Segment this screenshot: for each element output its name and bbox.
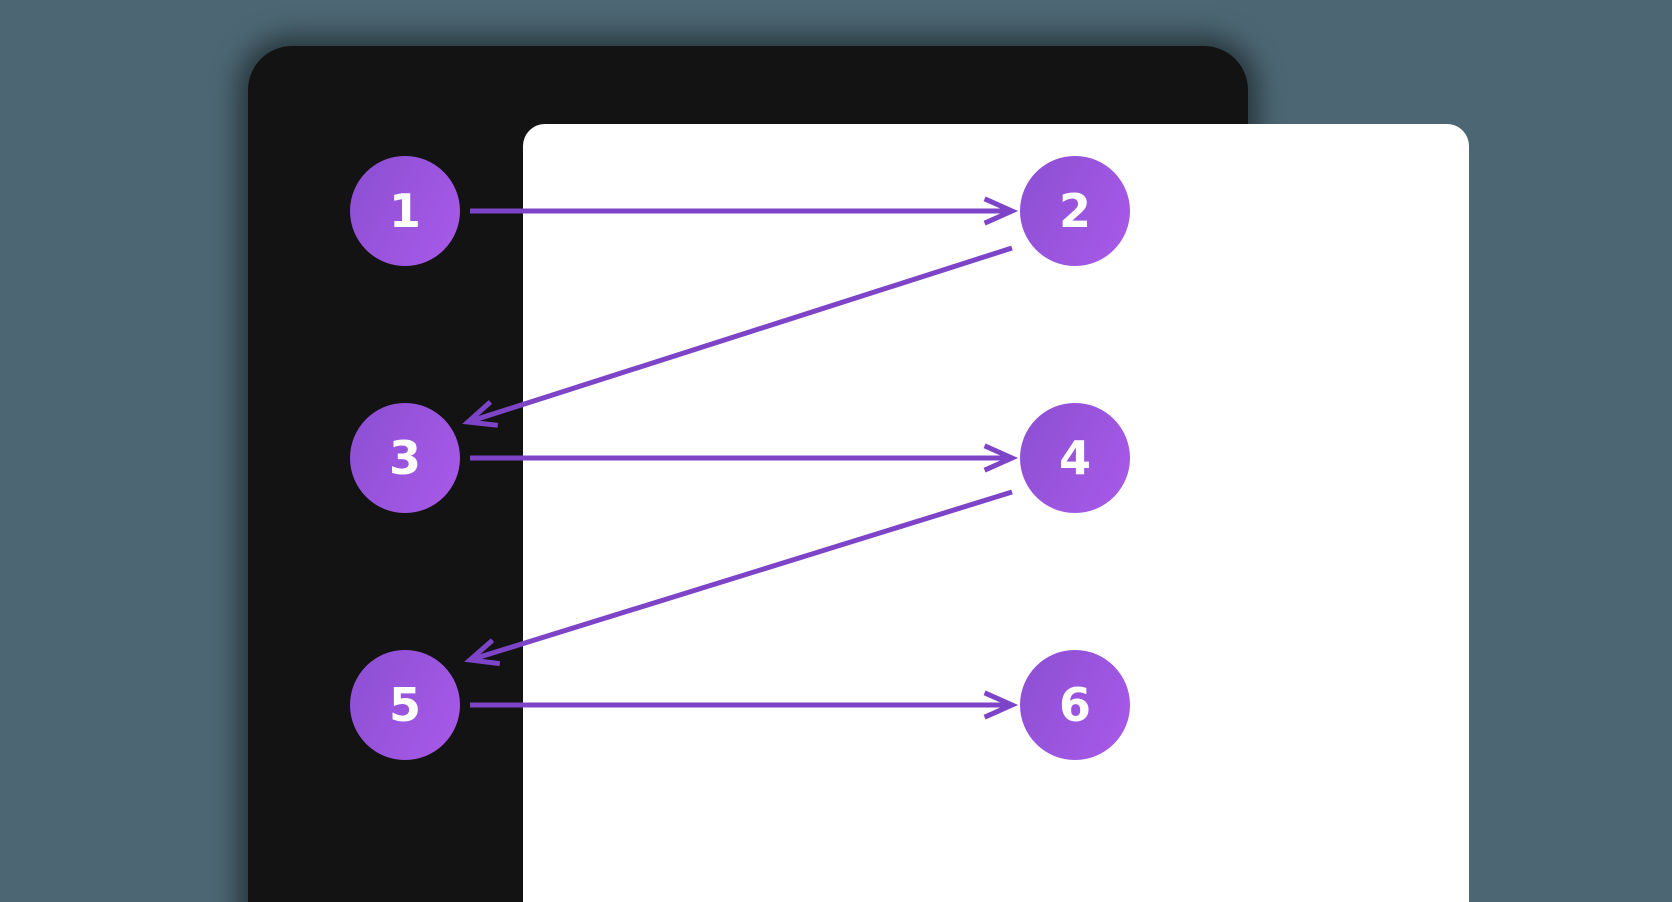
graph-node-label: 2 [1058,184,1091,238]
graph-node-6[interactable]: 6 [1020,650,1130,760]
graph-node-label: 4 [1058,431,1091,485]
graph-node-label: 5 [388,678,421,732]
graph-node-2[interactable]: 2 [1020,156,1130,266]
graph-node-4[interactable]: 4 [1020,403,1130,513]
graph-node-5[interactable]: 5 [350,650,460,760]
device-screen [523,124,1469,902]
graph-node-label: 6 [1058,678,1091,732]
graph-node-3[interactable]: 3 [350,403,460,513]
graph-node-1[interactable]: 1 [350,156,460,266]
graph-node-label: 1 [388,184,421,238]
graph-node-label: 3 [388,431,421,485]
